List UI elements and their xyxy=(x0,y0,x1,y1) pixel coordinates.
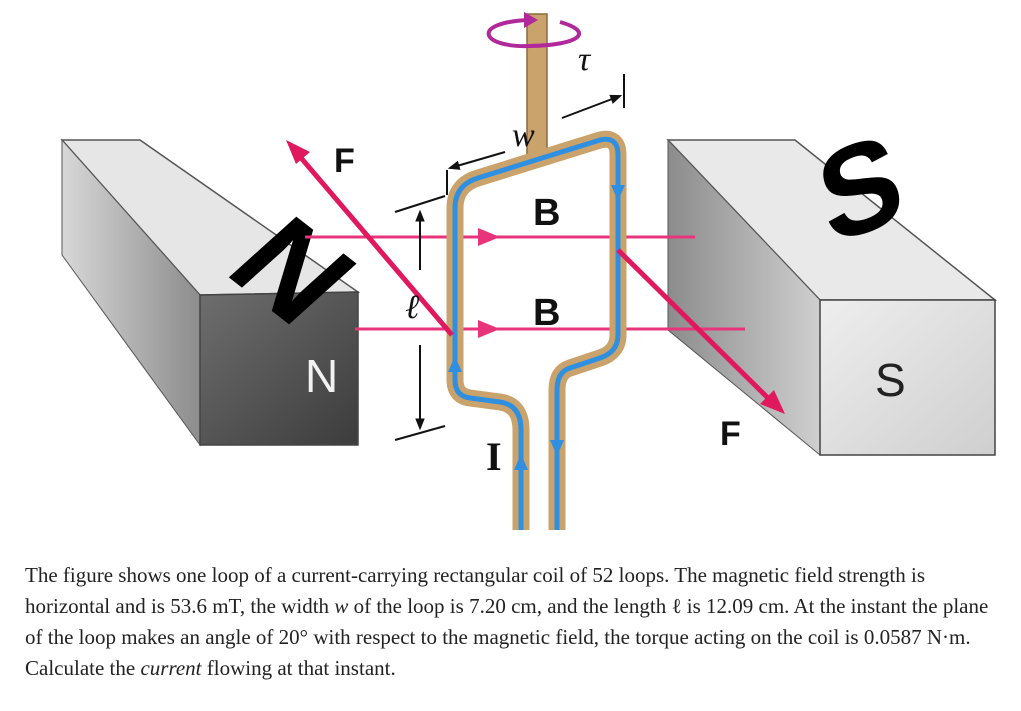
current-direction-arrows xyxy=(448,185,625,470)
south-side-letter: S xyxy=(875,354,906,406)
north-side-letter: N xyxy=(305,350,338,402)
magnetic-torque-diagram: N N S S xyxy=(60,12,998,530)
south-magnet: S S xyxy=(666,104,998,457)
coil-loop-current xyxy=(452,136,621,530)
length-symbol: ℓ xyxy=(671,594,682,618)
torque-label: τ xyxy=(578,41,592,78)
south-magnet-front-face xyxy=(819,299,996,456)
force-arrow-right xyxy=(616,248,774,404)
length-dimension xyxy=(394,195,446,441)
length-label: ℓ xyxy=(405,289,419,326)
width-dimension xyxy=(446,74,625,195)
length-tick-bottom xyxy=(394,425,446,441)
current-arrow-up-lead xyxy=(514,454,528,470)
force-arrow-left xyxy=(294,150,454,337)
current-label: I xyxy=(486,434,502,479)
current-word: current xyxy=(140,656,202,680)
north-magnet-front-face xyxy=(199,291,359,446)
current-arrow-down-lead xyxy=(550,440,564,456)
field-arrowhead-lower xyxy=(478,320,500,338)
force-label-right: F xyxy=(720,415,741,453)
force-arrows xyxy=(286,140,785,414)
problem-text-part2: of the loop is 7.20 cm, and the length xyxy=(348,594,672,618)
width-symbol: w xyxy=(334,594,349,618)
torque-arrowhead xyxy=(524,12,538,28)
width-line-right xyxy=(561,94,623,119)
force-label-left: F xyxy=(334,142,355,180)
length-tick-top xyxy=(394,195,446,213)
problem-text-part3: is 12.09 cm. At the instant the plane of… xyxy=(25,594,989,680)
field-arrowhead-upper xyxy=(478,228,500,246)
current-arrow-down-right xyxy=(611,185,625,201)
problem-statement: The figure shows one loop of a current-c… xyxy=(25,560,1005,684)
field-label-upper: B xyxy=(533,192,560,234)
width-line-left xyxy=(447,151,506,170)
width-label: w xyxy=(512,117,535,154)
current-arrow-up-left xyxy=(448,356,462,372)
problem-text-part1: The figure shows one loop of a current-c… xyxy=(25,563,925,618)
north-magnet: N N xyxy=(60,138,385,447)
problem-text-part4: flowing at that instant. xyxy=(201,656,396,680)
force-arrowhead-left xyxy=(286,140,310,164)
field-label-lower: B xyxy=(533,292,560,334)
torque-rotation-arrow xyxy=(486,18,582,49)
force-arrowhead-right xyxy=(760,390,785,414)
